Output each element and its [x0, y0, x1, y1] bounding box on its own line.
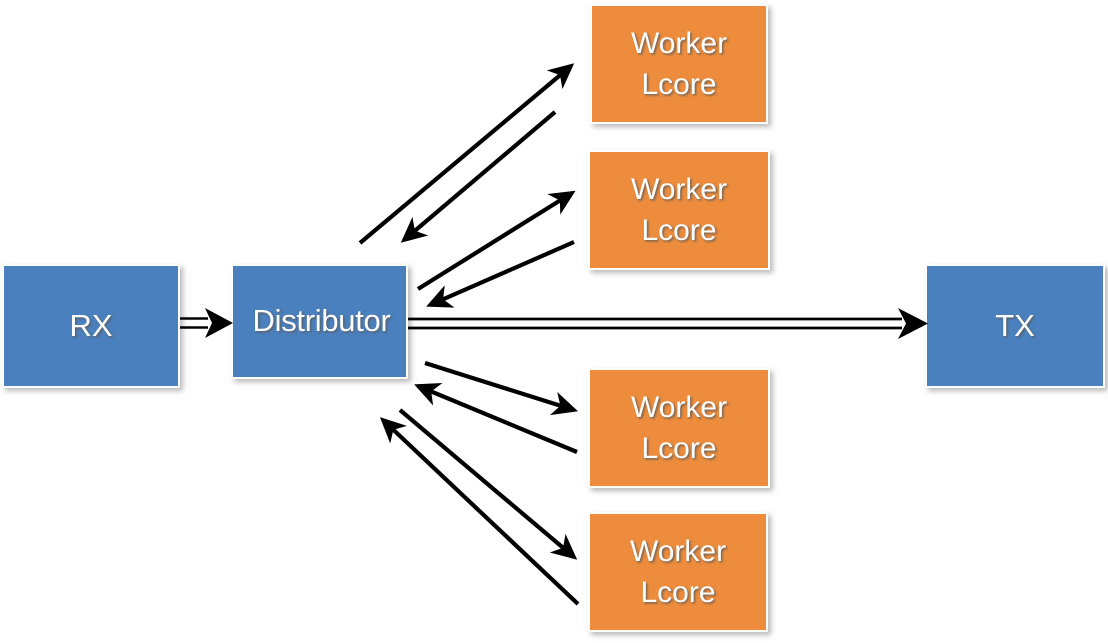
connector-worker4-to-distributor: [379, 417, 580, 606]
node-worker-lcore-3[interactable]: Worker Lcore: [588, 368, 770, 488]
node-worker-lcore-1-label-line1: Worker: [630, 26, 728, 60]
node-worker-lcore-3-label-line2: Lcore: [641, 432, 717, 465]
node-worker-lcore-1-label-line2: Lcore: [641, 68, 717, 101]
connector-distributor-to-worker1: [358, 63, 575, 245]
connector-distributor-to-worker3: [424, 360, 579, 416]
node-rx-label: RX: [69, 307, 113, 343]
node-worker-lcore-4[interactable]: Worker Lcore: [588, 512, 768, 632]
node-distributor[interactable]: Distributor: [231, 264, 408, 379]
connector-distributor-to-tx: [408, 308, 928, 339]
node-tx-label: TX: [995, 307, 1035, 343]
node-rx[interactable]: RX: [2, 264, 180, 388]
node-distributor-label: Distributor: [252, 303, 391, 339]
node-worker-lcore-3-label-line1: Worker: [630, 390, 728, 424]
node-worker-lcore-4-label-line2: Lcore: [640, 576, 716, 609]
node-worker-lcore-2[interactable]: Worker Lcore: [588, 150, 770, 270]
connector-worker3-to-distributor: [414, 382, 578, 454]
node-tx[interactable]: TX: [925, 264, 1105, 388]
connector-worker1-to-distributor: [400, 110, 557, 243]
node-worker-lcore-2-label-line2: Lcore: [641, 214, 717, 247]
connector-distributor-to-worker2: [416, 190, 576, 291]
connector-worker2-to-distributor: [426, 240, 575, 308]
connector-rx-to-distributor: [180, 308, 233, 338]
node-worker-lcore-2-label-line1: Worker: [630, 172, 728, 206]
node-worker-lcore-4-label-line1: Worker: [629, 534, 727, 568]
node-worker-lcore-1[interactable]: Worker Lcore: [590, 4, 768, 124]
connector-distributor-to-worker4: [398, 408, 578, 560]
